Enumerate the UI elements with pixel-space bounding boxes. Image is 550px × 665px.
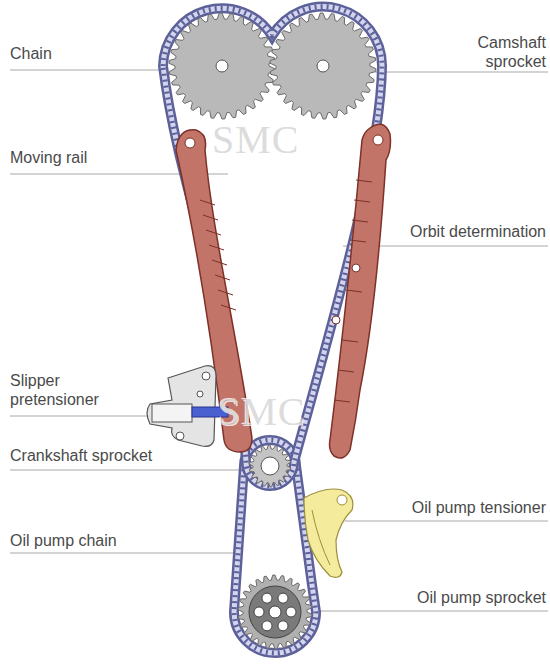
mount-hole (337, 495, 347, 505)
part-label: Oil pump chain (10, 531, 117, 550)
rail-bolt (332, 316, 340, 324)
part-label: Crankshaft sprocket (10, 446, 152, 465)
leader-line (10, 416, 150, 417)
sprocket-hub (269, 606, 281, 618)
leader-line (345, 521, 548, 522)
rail-ribs (334, 180, 372, 402)
oil-pump-tensioner (304, 489, 353, 577)
rail-body (330, 124, 391, 458)
sprocket-hole (262, 621, 272, 631)
part-label: Chain (10, 44, 52, 63)
rail-pivot (185, 138, 195, 148)
mount-hole (202, 372, 210, 380)
sprocket-hole (278, 593, 288, 603)
leader-line (312, 611, 548, 612)
part-label: Moving rail (10, 148, 87, 167)
tensioner-arm (304, 489, 353, 577)
sprocket-hub (261, 457, 279, 475)
sprocket-gear (238, 575, 312, 649)
leader-line (375, 72, 548, 73)
part-label: Orbit determination (410, 222, 546, 241)
sprocket-hole (254, 607, 264, 617)
sprocket-gear (249, 445, 291, 487)
part-label: Camshaft sprocket (464, 33, 546, 71)
sprocket-hole (278, 621, 288, 631)
sprocket-hub (249, 586, 301, 638)
part-label: Slipper pretensioner (10, 371, 130, 409)
sprocket-gear (169, 13, 275, 119)
sprocket-hole (262, 593, 272, 603)
tensioner-body (147, 366, 216, 447)
watermark: SMC (218, 390, 306, 434)
tensioner-cylinder (152, 404, 192, 422)
mount-hole (176, 432, 184, 440)
part-label: Oil pump tensioner (412, 498, 546, 517)
leader-line (10, 70, 166, 71)
leader-line (10, 553, 240, 554)
rail-ribs (200, 200, 236, 310)
part-label: Oil pump sprocket (417, 588, 546, 607)
leader-line (10, 470, 258, 471)
rail-bolt (352, 264, 360, 272)
leader-lines (10, 70, 548, 611)
mount-hole (197, 391, 203, 397)
sprocket-hub (216, 60, 228, 72)
sprocket-hub (317, 60, 329, 72)
sprocket-hole (286, 607, 296, 617)
sprocket-gear (270, 13, 376, 119)
slipper-pretensioner (147, 366, 228, 447)
guide-rail (330, 124, 391, 458)
tensioner-spring (312, 510, 330, 565)
rail-pivot (373, 135, 383, 145)
watermark: SMC (212, 118, 300, 162)
